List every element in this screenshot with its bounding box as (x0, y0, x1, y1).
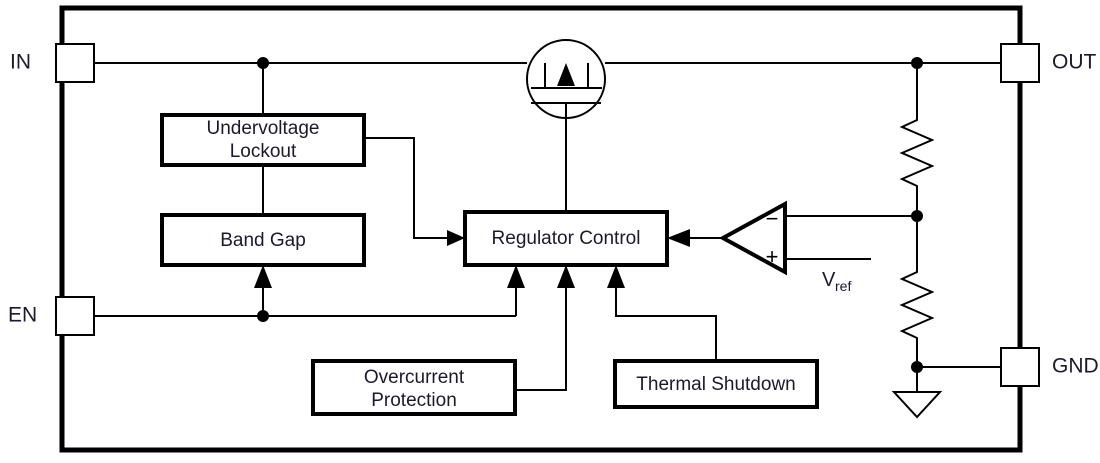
regulator-control-rect[interactable] (463, 210, 669, 267)
device-outline (59, 5, 1023, 453)
in-pad-rect[interactable] (55, 43, 95, 83)
regulator-control-label: Regulator Control (492, 228, 641, 249)
undervoltage-lockout-rect[interactable] (160, 113, 366, 167)
arrow-overcurrent-into-regulator (557, 265, 575, 288)
thermal-shutdown-rect[interactable] (613, 359, 819, 409)
overcurrent-protection-rect[interactable] (311, 359, 517, 416)
wire-uvlo-to-regulator (364, 137, 457, 239)
pin-label-in: IN (10, 51, 31, 74)
opamp-noninverting-sign: + (766, 244, 779, 269)
arrow-amp-into-regulator (667, 229, 690, 247)
error-amplifier-symbol: − + (667, 200, 787, 276)
block-thermal-shutdown[interactable]: Thermal Shutdown (613, 359, 819, 409)
pin-pad-in[interactable]: IN (10, 43, 95, 83)
pin-label-en: EN (8, 304, 37, 327)
pass-transistor-symbol (526, 39, 606, 212)
pin-pad-en[interactable]: EN (8, 296, 95, 336)
wire-thermal-to-regulator (615, 281, 717, 361)
undervoltage-lockout-label-line2: Lockout (230, 141, 297, 162)
gnd-pad-rect[interactable] (1000, 347, 1040, 387)
out-pad-rect[interactable] (1000, 43, 1040, 83)
block-regulator-control[interactable]: Regulator Control (463, 210, 669, 267)
arrow-en-into-bandgap (254, 265, 272, 288)
junction-dot-in-tap (257, 57, 269, 69)
en-pad-rect[interactable] (55, 296, 95, 336)
arrow-uvlo-into-regulator (447, 230, 465, 246)
opamp-inverting-sign: − (766, 206, 779, 231)
pin-pad-gnd[interactable]: GND (1000, 347, 1099, 387)
vref-label-main: V (822, 269, 836, 291)
mosfet-body-arrow (557, 63, 575, 86)
arrow-en-into-regulator (507, 265, 525, 288)
overcurrent-protection-label-line1: Overcurrent (364, 367, 465, 388)
overcurrent-protection-label-line2: Protection (371, 390, 457, 411)
thermal-shutdown-label: Thermal Shutdown (636, 374, 795, 395)
opamp-triangle (718, 200, 787, 276)
wire-overcurrent-to-regulator (515, 281, 567, 391)
pin-label-gnd: GND (1052, 355, 1099, 378)
resistor-bottom (899, 216, 935, 367)
arrow-thermal-into-regulator (607, 265, 625, 288)
band-gap-label: Band Gap (220, 230, 306, 251)
block-overcurrent-protection[interactable]: Overcurrent Protection (311, 359, 517, 416)
pin-pad-out[interactable]: OUT (1000, 43, 1097, 83)
vref-label-sub: ref (835, 278, 851, 294)
ground-icon (891, 391, 943, 419)
undervoltage-lockout-label-line1: Undervoltage (206, 118, 319, 139)
pin-label-out: OUT (1052, 51, 1097, 74)
resistor-top (899, 113, 935, 216)
block-undervoltage-lockout[interactable]: Undervoltage Lockout (160, 113, 366, 167)
block-band-gap[interactable]: Band Gap (160, 213, 366, 267)
vref-label-group: V ref (822, 269, 851, 294)
